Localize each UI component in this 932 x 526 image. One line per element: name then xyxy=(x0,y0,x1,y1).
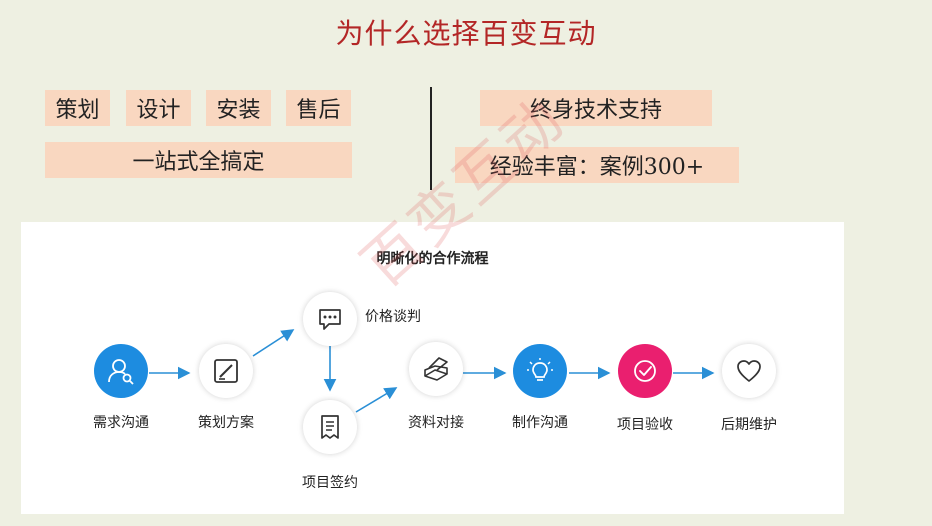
vertical-divider xyxy=(430,87,432,190)
books-icon xyxy=(424,357,448,381)
lightbulb-icon xyxy=(527,358,553,381)
tag-experience: 经验丰富：案例300+ xyxy=(455,147,739,183)
step-acceptance-node xyxy=(618,344,672,398)
step-negotiation-label: 价格谈判 xyxy=(365,309,421,325)
flow-title: 明晰化的合作流程 xyxy=(376,251,489,267)
tag-planning: 策划 xyxy=(45,90,110,126)
flow-arrows xyxy=(149,329,715,413)
step-plan-node xyxy=(199,344,253,398)
step-requirements-node xyxy=(94,344,148,398)
tag-install: 安装 xyxy=(206,90,271,126)
step-materials-label: 资料对接 xyxy=(408,415,464,431)
arrow-4 xyxy=(355,387,398,413)
step-plan-label: 策划方案 xyxy=(198,415,254,431)
step-contract-label: 项目签约 xyxy=(302,475,358,491)
step-materials-node xyxy=(409,342,463,396)
chat-bubble-icon xyxy=(319,309,341,330)
step-requirements-label: 需求沟通 xyxy=(93,415,149,431)
step-acceptance-label: 项目验收 xyxy=(617,417,673,433)
step-production-node xyxy=(513,344,567,398)
tag-lifetime-support: 终身技术支持 xyxy=(480,90,712,126)
tag-after-sales: 售后 xyxy=(286,90,351,126)
arrow-2 xyxy=(252,329,295,357)
heart-icon xyxy=(737,360,761,382)
check-circle-icon xyxy=(634,360,656,382)
tag-one-stop: 一站式全搞定 xyxy=(45,142,352,178)
step-production-label: 制作沟通 xyxy=(512,415,568,431)
step-maintenance-node xyxy=(722,344,776,398)
tag-design: 设计 xyxy=(126,90,191,126)
step-maintenance-label: 后期维护 xyxy=(721,417,777,433)
user-search-icon xyxy=(108,359,134,385)
step-contract-node xyxy=(303,400,357,454)
step-negotiation-node xyxy=(303,292,357,346)
pen-board-icon xyxy=(214,359,238,383)
document-icon xyxy=(321,415,339,439)
page-title: 为什么选择百变互动 xyxy=(335,17,597,50)
process-panel: 明晰化的合作流程 需求沟通 策划方案 xyxy=(21,222,844,514)
